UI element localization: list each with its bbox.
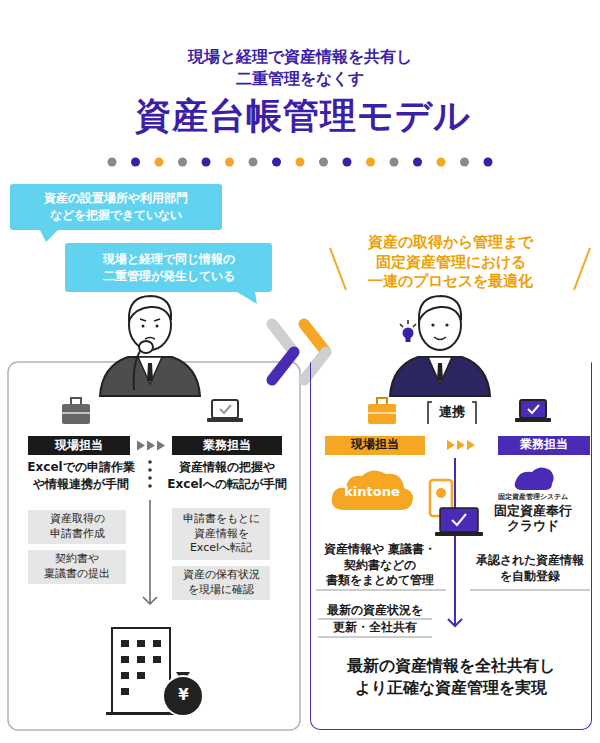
- node-body-text: 最新の資産情報を全社共有し より正確な資産管理を実現: [345, 655, 557, 700]
- task-box: 資産の保有状況 を現場に確認: [172, 566, 270, 600]
- bubble-tail-shape: [40, 230, 58, 242]
- laptop-icon: [207, 400, 243, 422]
- text-underline: [316, 590, 590, 637]
- kintone-logo-cloud: [332, 470, 413, 510]
- triple-arrow-connector: [425, 440, 498, 450]
- decor-dot: [460, 158, 469, 167]
- node-text: 現場と経理で同じ情報の 二重管理が発生している: [101, 251, 237, 285]
- currency-symbol: ¥: [176, 686, 191, 704]
- arrow-head: [447, 440, 455, 450]
- laptop-icon: [515, 400, 551, 422]
- bubble-tail-shape: [237, 292, 257, 304]
- arrow-head: [157, 441, 165, 451]
- product-logo-text: 固定資産奉行: [492, 503, 574, 518]
- column-dots: [148, 460, 152, 488]
- decor-dot: [155, 158, 164, 167]
- decor-dot: [296, 158, 305, 167]
- role-box: 現場担当: [325, 436, 425, 455]
- feature-note: 承認された資産情報 を自動登録: [474, 553, 586, 584]
- node-text: 業務担当: [201, 438, 253, 454]
- speech-bubble: 現場と経理で同じ情報の 二重管理が発生している: [65, 243, 272, 292]
- node-text: 資産の取得から管理まで 固定資産管理における 一連のプロセスを最適化: [366, 233, 535, 292]
- product-logo-text: kintone: [342, 484, 402, 501]
- link-label: 連携: [437, 404, 467, 421]
- node-text: 資産取得の 申請書作成: [48, 512, 107, 542]
- node-text: 資産の設置場所や利用部門 などを把握できていない: [42, 190, 190, 224]
- arrow-head: [467, 440, 475, 450]
- node-text: 資産の保有状況 を現場に確認: [181, 568, 262, 598]
- heading-slash: [574, 248, 590, 290]
- before-panel: [8, 362, 300, 730]
- dot-row: [108, 158, 493, 167]
- heading-slash: [330, 248, 346, 290]
- decor-dot: [437, 158, 446, 167]
- speech-bubble: 資産の設置場所や利用部門 などを把握できていない: [10, 184, 222, 230]
- node-text: 申請書をもとに 資産情報を Excelへ転記: [181, 512, 262, 557]
- feature-note: 最新の資産状況を 更新・全社共有: [325, 602, 425, 635]
- decor-dot: [413, 158, 422, 167]
- bugyo-logo-mark: [515, 467, 554, 490]
- node-text: 現場担当: [53, 438, 105, 454]
- decor-dot: [225, 158, 234, 167]
- decor-dot: [272, 158, 281, 167]
- node-text: 契約書や 稟議書の提出: [42, 552, 112, 582]
- worried-man-illustration: [100, 296, 200, 396]
- decor-dot: [108, 158, 117, 167]
- pain-note: 資産情報の把握や Excelへの転記が手間: [165, 459, 289, 493]
- arrow-head: [147, 441, 155, 451]
- node-text: 業務担当: [518, 437, 570, 453]
- flow-down-arrow: [143, 500, 157, 604]
- decor-dot: [249, 158, 258, 167]
- idea-man-illustration: [390, 296, 490, 396]
- role-box: 現場担当: [28, 436, 130, 455]
- device-icon: [430, 480, 483, 536]
- feature-note: 資産情報や 稟議書・契約書などの 書類をまとめて管理: [318, 542, 442, 589]
- transition-chevrons: [272, 324, 326, 380]
- product-logo-text: クラウド: [505, 518, 561, 533]
- triple-arrow-connector: [130, 441, 172, 451]
- building-icon: [106, 628, 203, 716]
- pain-note: Excelでの申請作業 や情報連携が手間: [25, 459, 137, 493]
- decor-dot: [202, 158, 211, 167]
- link-bracket: [428, 402, 476, 424]
- briefcase-icon: [368, 398, 396, 424]
- node-text: 現場担当: [349, 437, 401, 453]
- task-box: 契約書や 稟議書の提出: [28, 550, 126, 584]
- decor-dot: [484, 158, 493, 167]
- task-box: 申請書をもとに 資産情報を Excelへ転記: [172, 508, 270, 560]
- decor-dot: [178, 158, 187, 167]
- decor-dot: [319, 158, 328, 167]
- arrow-head: [137, 441, 145, 451]
- decor-dot: [131, 158, 140, 167]
- diagram-title: 資産台帳管理モデル: [135, 94, 466, 137]
- connector-line: [425, 445, 498, 446]
- arrow-head: [457, 440, 465, 450]
- subtitle: 現場と経理で資産情報を共有し 二重管理をなくす: [186, 46, 414, 91]
- connector-line: [130, 445, 172, 446]
- product-tagline: 固定資産管理システム: [496, 494, 570, 502]
- decor-dot: [343, 158, 352, 167]
- task-box: 資産取得の 申請書作成: [28, 510, 126, 544]
- decor-dot: [390, 158, 399, 167]
- role-box: 業務担当: [498, 436, 590, 455]
- decor-dot: [366, 158, 375, 167]
- role-box: 業務担当: [172, 436, 282, 455]
- briefcase-icon: [62, 398, 90, 424]
